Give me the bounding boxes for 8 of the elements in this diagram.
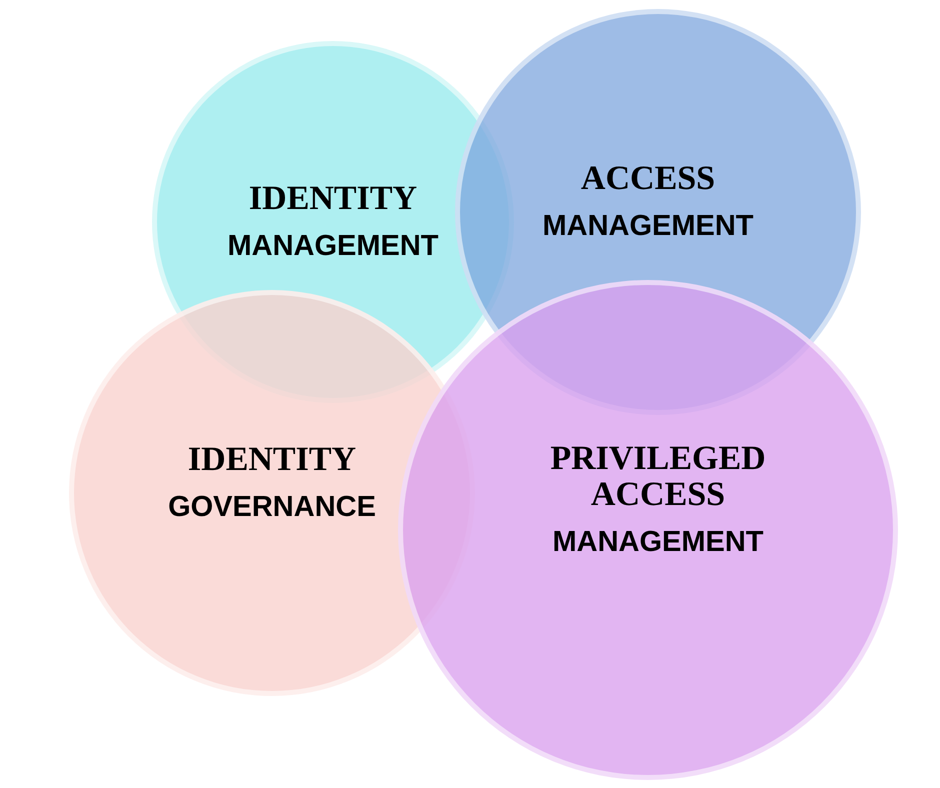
circle-label: GOVERNANCE	[168, 491, 376, 524]
circle-heading: IDENTITY	[188, 442, 356, 478]
circle-label: MANAGEMENT	[227, 230, 439, 264]
circle-label: MANAGEMENT	[552, 526, 764, 560]
circle-heading: PRIVILEGED ACCESS	[549, 440, 767, 512]
circle-label: MANAGEMENT	[542, 210, 754, 244]
circle-heading: IDENTITY	[248, 180, 418, 216]
circle-heading: ACCESS	[580, 160, 716, 196]
